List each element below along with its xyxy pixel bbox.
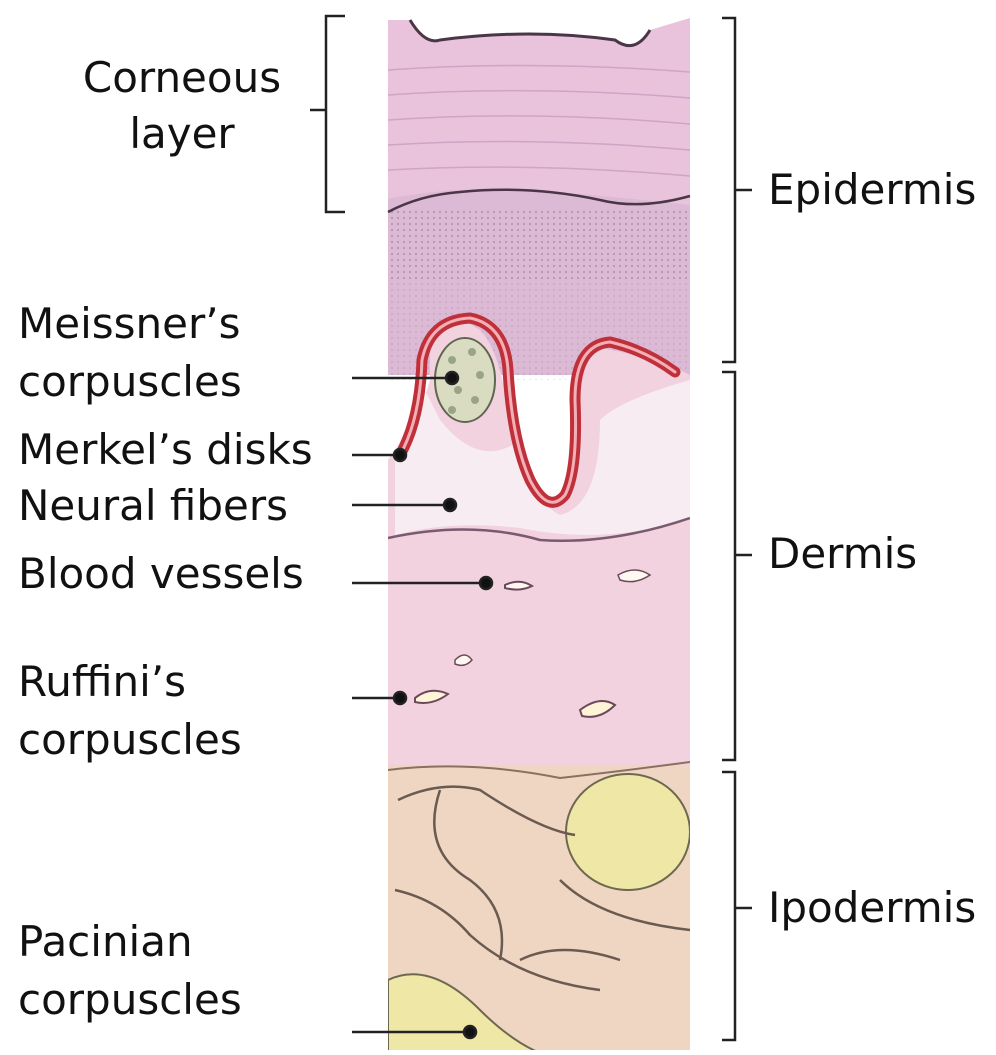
dermis-bracket [722, 372, 752, 760]
corneous-layer-region [380, 0, 700, 210]
dermis-label: Dermis [768, 528, 917, 580]
meissner-label-line1: Meissner’s [18, 298, 240, 350]
ruffini-label-line2: corpuscles [18, 714, 242, 766]
meissner-label-line2: corpuscles [18, 356, 242, 408]
ipodermis-bracket [722, 772, 752, 1040]
corneous-layer-label-line1: Corneous [72, 52, 292, 104]
ipodermis-label: Ipodermis [768, 882, 976, 934]
corneous-bracket [310, 16, 345, 212]
meissner-corpuscle-body [435, 338, 495, 422]
pacinian-label-line2: corpuscles [18, 974, 242, 1026]
fat-lobule [566, 774, 690, 890]
corneous-layer-label-line2: layer [72, 108, 292, 160]
blood-vessel [505, 582, 532, 590]
blood-vessels-label: Blood vessels [18, 548, 304, 600]
pacinian-label-line1: Pacinian [18, 916, 193, 968]
skin-layers [380, 0, 700, 1050]
merkel-label: Merkel’s disks [18, 424, 313, 476]
ruffini-label-line1: Ruffini’s [18, 656, 186, 708]
stratum-granulosum [380, 210, 700, 280]
epidermis-bracket [722, 18, 752, 362]
epidermis-label: Epidermis [768, 164, 976, 216]
neural-fibers-label: Neural fibers [18, 480, 288, 532]
